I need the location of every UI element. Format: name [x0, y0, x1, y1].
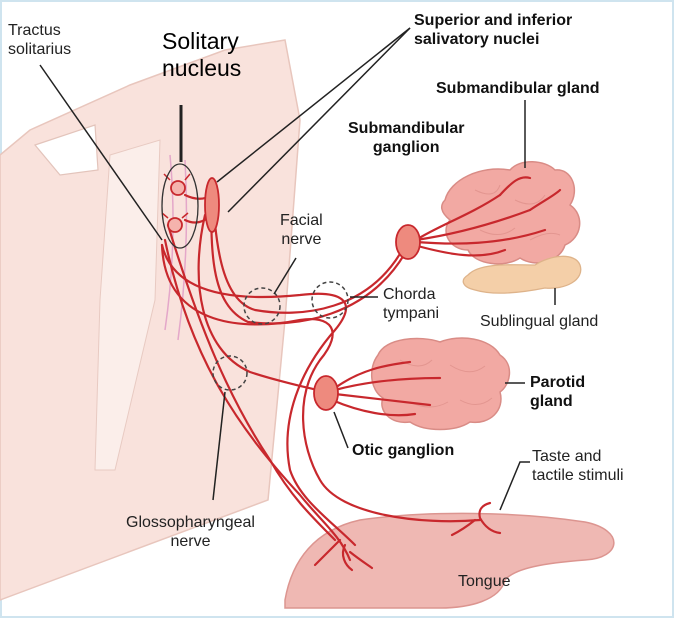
- solitary-nucleus-label: Solitary nucleus: [162, 28, 242, 82]
- ventricle-shape: [33, 124, 99, 176]
- leader-taste: [499, 461, 530, 511]
- salivatory-nuclei-shape: [204, 177, 220, 233]
- glossopharyngeal-nerve-label: Glossopharyngeal nerve: [126, 514, 255, 550]
- tongue-label: Tongue: [458, 573, 511, 590]
- taste-stimuli-label: Taste and tactile stimuli: [532, 448, 624, 484]
- otic-ganglion-shape: [313, 375, 339, 411]
- tractus-tract-line-b: [177, 159, 188, 341]
- chorda-tympani-dashed-circle: [311, 281, 349, 319]
- sublingual-gland-shape: [462, 255, 582, 294]
- leader-salivatory-a: [216, 27, 411, 183]
- tissue-inner-region: [94, 139, 161, 471]
- otic-ganglion-label: Otic ganglion: [352, 442, 455, 459]
- glossopharyngeal-dashed-circle: [212, 355, 248, 391]
- salivatory-nuclei-label: Superior and inferior salivatory nuclei: [414, 12, 573, 48]
- parotid-gland-shape: [371, 337, 511, 431]
- tongue-shape: [284, 512, 615, 609]
- facial-nerve-label: Facial nerve: [280, 212, 323, 248]
- tractus-solitarius-label: Tractus solitarius: [8, 22, 72, 58]
- leader-glossopharyngeal: [212, 391, 226, 501]
- parotid-gland-label: Parotid gland: [530, 374, 586, 410]
- submandibular-gland-label: Submandibular gland: [436, 80, 600, 97]
- leader-lines: [39, 27, 556, 511]
- leader-facial: [273, 257, 297, 295]
- leader-tractus: [39, 64, 163, 241]
- facial-nerve-dashed-circle: [243, 287, 281, 325]
- submandibular-ganglion-label: Submandibular ganglion: [348, 120, 465, 156]
- leader-salivatory-b: [227, 27, 411, 213]
- nerve-fibers: [160, 176, 562, 572]
- submandibular-ganglion-shape: [395, 224, 421, 260]
- solitary-nucleus-outline: [161, 163, 199, 249]
- sublingual-gland-label: Sublingual gland: [480, 313, 599, 330]
- chorda-tympani-label: Chorda tympani: [383, 286, 440, 322]
- leader-otic: [333, 411, 349, 449]
